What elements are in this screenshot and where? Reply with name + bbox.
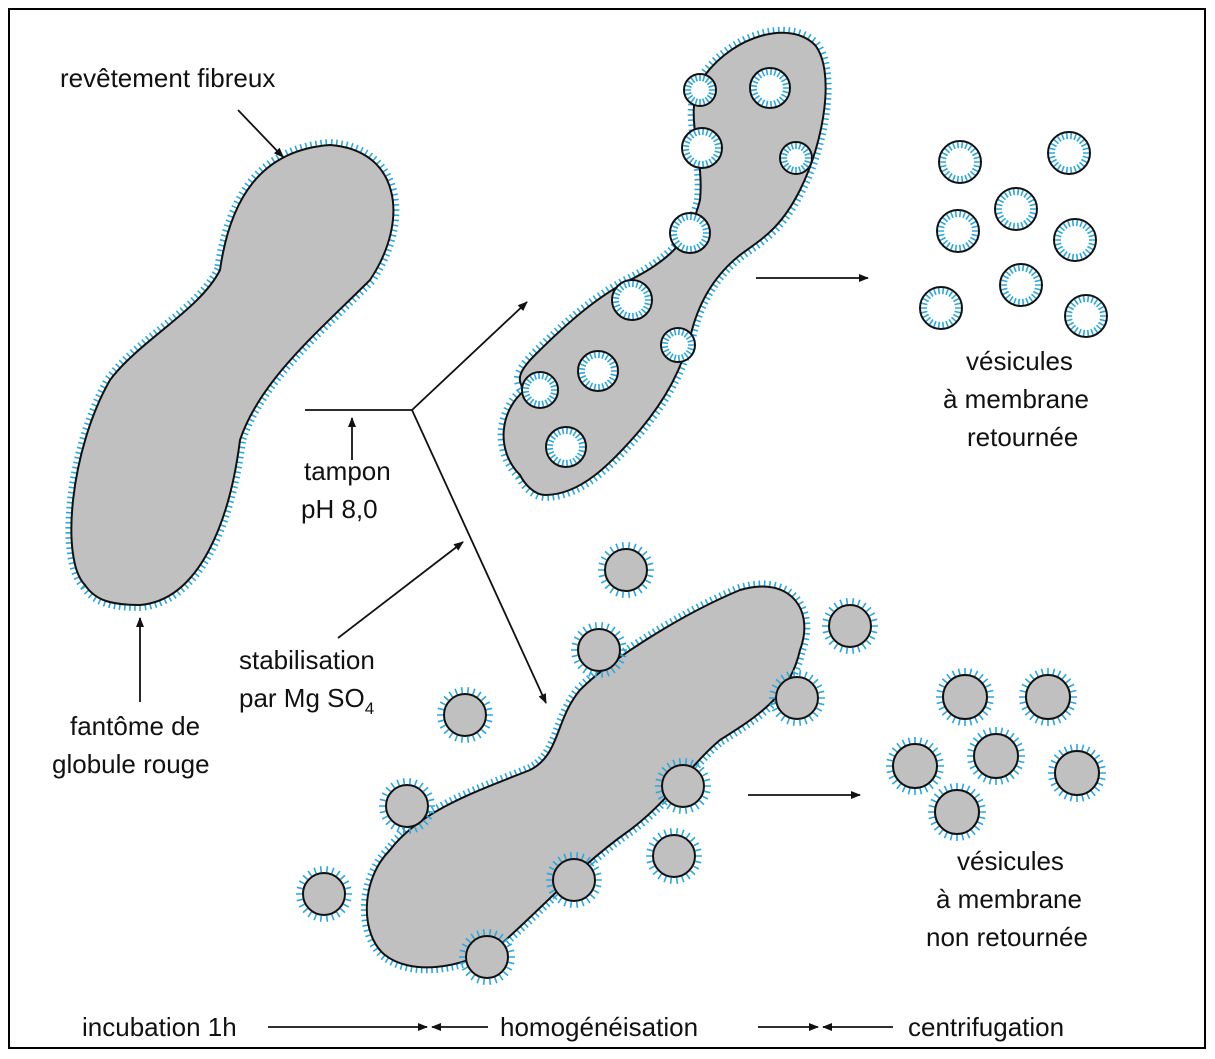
fibrous-coat-pointer <box>238 110 283 157</box>
non-inverted-vesicle <box>886 737 944 795</box>
buffer-label-line2: pH 8,0 <box>301 494 378 524</box>
non-inverted-vesicle <box>1019 668 1077 726</box>
forming-inverted-vesicle <box>661 328 695 362</box>
inverted-vesicle <box>1048 132 1090 174</box>
stabilization-label-line1: stabilisation <box>239 645 375 675</box>
forming-inverted-vesicle <box>670 213 710 253</box>
inverted-vesicle <box>1054 219 1096 261</box>
non-inverted-vesicles <box>886 668 1106 841</box>
noninverted-label-line1: vésicules <box>957 846 1064 876</box>
ghost-label-line2: globule rouge <box>52 749 210 779</box>
stabilization-pointer <box>338 542 463 638</box>
free-vesicle <box>437 687 493 743</box>
non-inverted-vesicle <box>967 727 1025 785</box>
step-centrifugation: centrifugation <box>908 1012 1064 1042</box>
inverted-vesicles <box>920 132 1107 337</box>
inverted-label-line2: à membrane <box>943 384 1089 414</box>
buffer-label-line1: tampon <box>304 456 391 486</box>
stabilization-text: par Mg SO <box>239 683 365 713</box>
forming-inverted-vesicle <box>522 372 558 408</box>
fibrous-coat-label: revêtement fibreux <box>60 63 275 93</box>
inverted-vesicle <box>939 141 981 183</box>
step-incubation: incubation 1h <box>82 1012 237 1042</box>
inverted-vesicle <box>1065 295 1107 337</box>
free-vesicle <box>646 828 702 884</box>
ghost-label-line1: fantôme de <box>70 711 200 741</box>
inverted-label-line3: retournée <box>967 422 1078 452</box>
free-vesicle <box>598 542 654 598</box>
noninverted-label-line2: à membrane <box>936 884 1082 914</box>
forming-inverted-vesicle <box>578 351 618 391</box>
forming-inverted-vesicle <box>612 280 652 320</box>
non-inverted-vesicle <box>936 668 994 726</box>
inverted-vesicle <box>920 287 962 329</box>
forming-inverted-vesicle <box>682 128 722 168</box>
stabilization-label-line2: par Mg SO4 <box>239 683 374 718</box>
free-vesicle <box>296 866 352 922</box>
forming-inverted-vesicle <box>780 142 812 174</box>
stabilization-subscript: 4 <box>365 699 374 718</box>
inverted-label-line1: vésicules <box>966 346 1073 376</box>
branch-up-arrow <box>412 302 527 410</box>
non-inverted-vesicle <box>928 783 986 841</box>
forming-inverted-vesicle <box>750 68 790 108</box>
inverted-vesicle <box>995 188 1037 230</box>
inverted-vesicle <box>937 210 979 252</box>
forming-inverted-vesicle <box>546 427 586 467</box>
noninverted-label-line3: non retournée <box>926 922 1088 952</box>
non-inverted-vesicle <box>1048 744 1106 802</box>
free-vesicle <box>822 598 878 654</box>
red-cell-ghost <box>71 145 393 605</box>
step-homogenization: homogénéisation <box>500 1012 698 1042</box>
inverted-vesicle <box>1000 264 1042 306</box>
forming-inverted-vesicle <box>684 74 716 106</box>
